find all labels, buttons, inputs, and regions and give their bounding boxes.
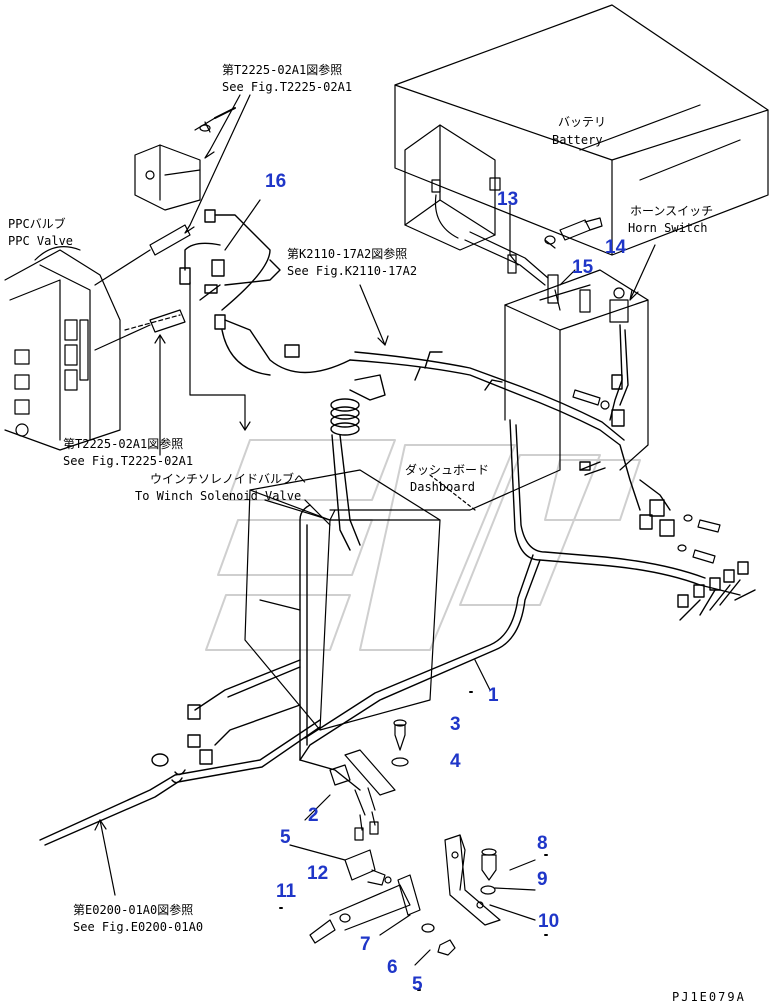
horn-switch-label-jp: ホーンスイッチ	[630, 204, 714, 218]
reference-t2225-top-en: See Fig.T2225-02A1	[222, 80, 353, 94]
callout-16: 16	[265, 171, 287, 192]
ppc-valve-drawing	[4, 107, 236, 451]
winch-label-en: To Winch Solenoid Valve	[135, 489, 302, 503]
callout-1: 1	[488, 685, 499, 706]
reference-t2225-bottom-jp: 第T2225-02A1図参照	[63, 437, 184, 451]
callout-15: 15	[572, 257, 594, 278]
reference-e0200-jp: 第E0200-01A0図参照	[73, 903, 194, 917]
callout-14: 14	[605, 237, 627, 258]
dashboard-label-jp: ダッシュボード	[405, 463, 490, 477]
reference-t2225-top-jp: 第T2225-02A1図参照	[222, 63, 343, 77]
battery-drawing	[394, 4, 769, 256]
callout-2: 2	[308, 805, 319, 826]
reference-e0200-en: See Fig.E0200-01A0	[73, 920, 204, 934]
callout-8: 8	[537, 833, 548, 854]
ppc-valve-label-jp: PPCバルブ	[8, 217, 66, 231]
reference-k2110-en: See Fig.K2110-17A2	[287, 264, 418, 278]
callout-9: 9	[537, 869, 548, 890]
ppc-valve-label-en: PPC Valve	[8, 234, 74, 248]
leader-lines	[94, 94, 656, 966]
reference-k2110-jp: 第K2110-17A2図参照	[287, 247, 408, 261]
dashboard-panel	[244, 269, 649, 731]
callout-5-switch: 5	[280, 827, 291, 848]
callout-7: 7	[360, 934, 371, 955]
winch-label-jp: ウインチソレノイドバルブへ	[150, 472, 307, 486]
main-wiring-harness	[39, 209, 756, 846]
fasteners	[279, 217, 721, 991]
reference-t2225-bottom-en: See Fig.T2225-02A1	[63, 454, 194, 468]
drawing-id: PJ1E079A	[672, 990, 746, 1004]
callout-5-nut: 5	[412, 974, 423, 995]
callout-6: 6	[387, 957, 398, 978]
callout-11: 11	[276, 881, 297, 902]
horn-switch-label-en: Horn Switch	[628, 221, 708, 235]
watermark-logo	[205, 439, 641, 651]
callout-3: 3	[450, 714, 461, 735]
callout-10: 10	[538, 911, 560, 932]
dashboard-label-en: Dashboard	[410, 480, 476, 494]
callout-12: 12	[307, 863, 329, 884]
battery-cable	[464, 231, 549, 286]
battery-label-jp: バッテリ	[558, 115, 607, 129]
callout-13: 13	[497, 189, 519, 210]
battery-label-en: Battery	[552, 133, 603, 147]
callout-4: 4	[450, 751, 461, 772]
